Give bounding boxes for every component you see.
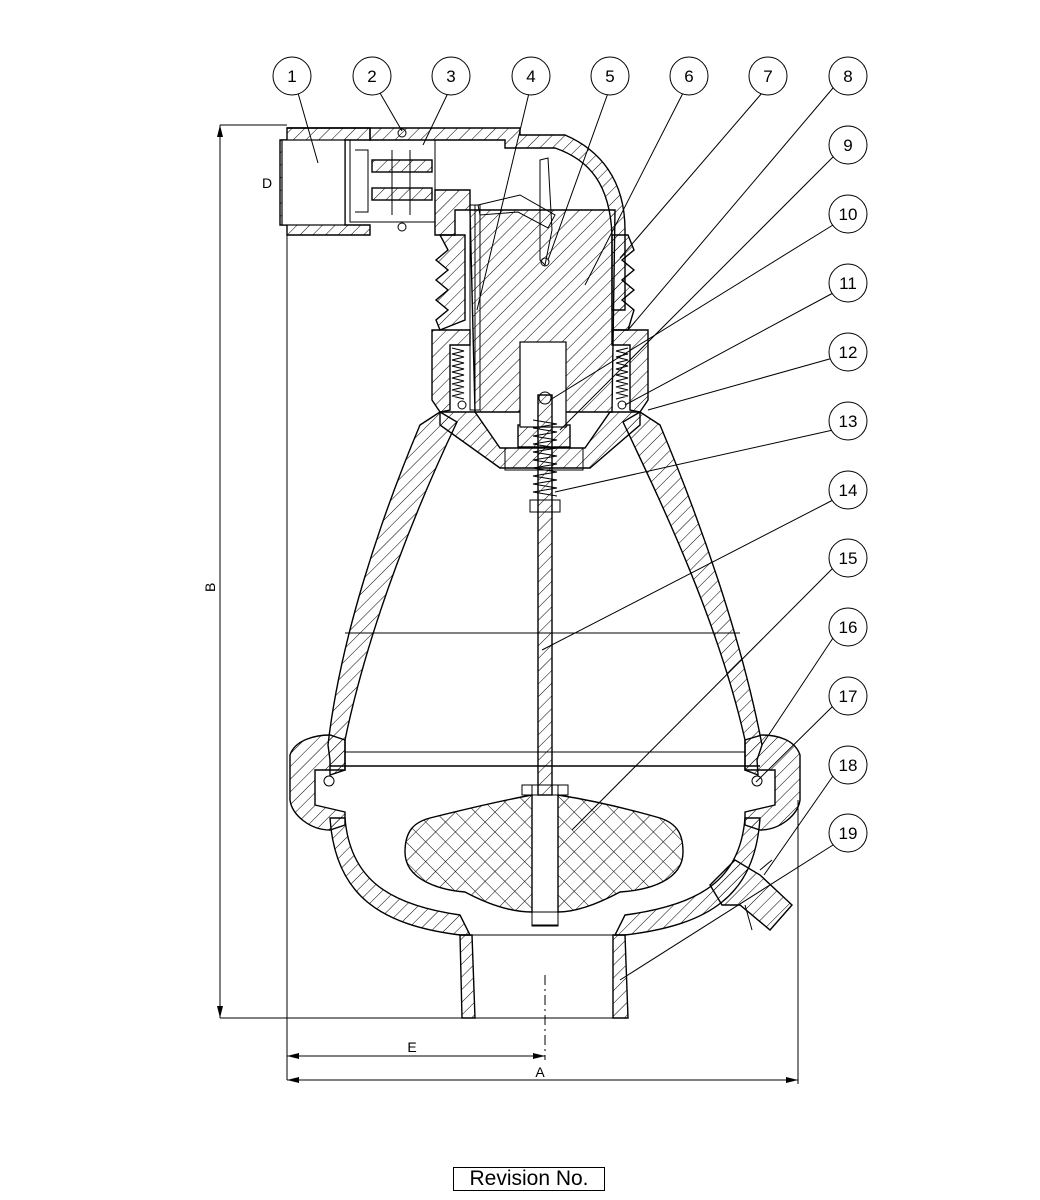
balloon-1: 1	[272, 56, 312, 96]
svg-text:1: 1	[287, 67, 296, 86]
part-balloons: 1 2 3 4 5 6 7 8 9 10 11 12 13 14 15 16 1…	[272, 56, 868, 853]
svg-text:18: 18	[839, 756, 858, 775]
svg-text:6: 6	[684, 67, 693, 86]
balloon-18: 18	[828, 745, 868, 785]
svg-text:17: 17	[839, 687, 858, 706]
svg-text:13: 13	[839, 412, 858, 431]
svg-text:5: 5	[605, 67, 614, 86]
balloon-14: 14	[828, 470, 868, 510]
balloon-19: 19	[828, 813, 868, 853]
ball-float	[404, 794, 684, 913]
dimension-label-b: B	[202, 583, 218, 592]
svg-text:11: 11	[839, 274, 857, 293]
svg-text:9: 9	[843, 136, 852, 155]
svg-text:3: 3	[446, 67, 455, 86]
balloon-12: 12	[828, 332, 868, 372]
balloon-5: 5	[590, 56, 630, 96]
valve-body	[289, 411, 801, 1019]
balloon-7: 7	[748, 56, 788, 96]
balloon-13: 13	[828, 401, 868, 441]
balloon-16: 16	[828, 607, 868, 647]
balloon-3: 3	[431, 56, 471, 96]
svg-text:2: 2	[367, 67, 376, 86]
svg-text:15: 15	[839, 549, 858, 568]
leader-lines	[297, 87, 834, 981]
balloon-17: 17	[828, 676, 868, 716]
dimension-lines	[217, 124, 799, 1084]
svg-text:16: 16	[839, 618, 858, 637]
balloon-8: 8	[828, 56, 868, 96]
balloon-6: 6	[669, 56, 709, 96]
balloon-9: 9	[828, 125, 868, 165]
balloon-4: 4	[511, 56, 551, 96]
balloon-2: 2	[352, 56, 392, 96]
balloon-11: 11	[828, 263, 868, 303]
center-stem	[521, 391, 569, 927]
svg-text:10: 10	[839, 205, 858, 224]
svg-text:8: 8	[843, 67, 852, 86]
dimension-label-d: D	[262, 175, 272, 191]
dimension-label-a: A	[535, 1064, 545, 1080]
svg-text:19: 19	[839, 824, 858, 843]
svg-text:4: 4	[526, 67, 535, 86]
svg-text:7: 7	[763, 67, 772, 86]
svg-text:12: 12	[839, 343, 858, 362]
balloon-10: 10	[828, 194, 868, 234]
revision-label: Revision No.	[453, 1167, 605, 1191]
dimension-label-e: E	[407, 1039, 416, 1055]
top-cover	[279, 127, 649, 1080]
svg-text:14: 14	[839, 481, 858, 500]
balloon-15: 15	[828, 538, 868, 578]
